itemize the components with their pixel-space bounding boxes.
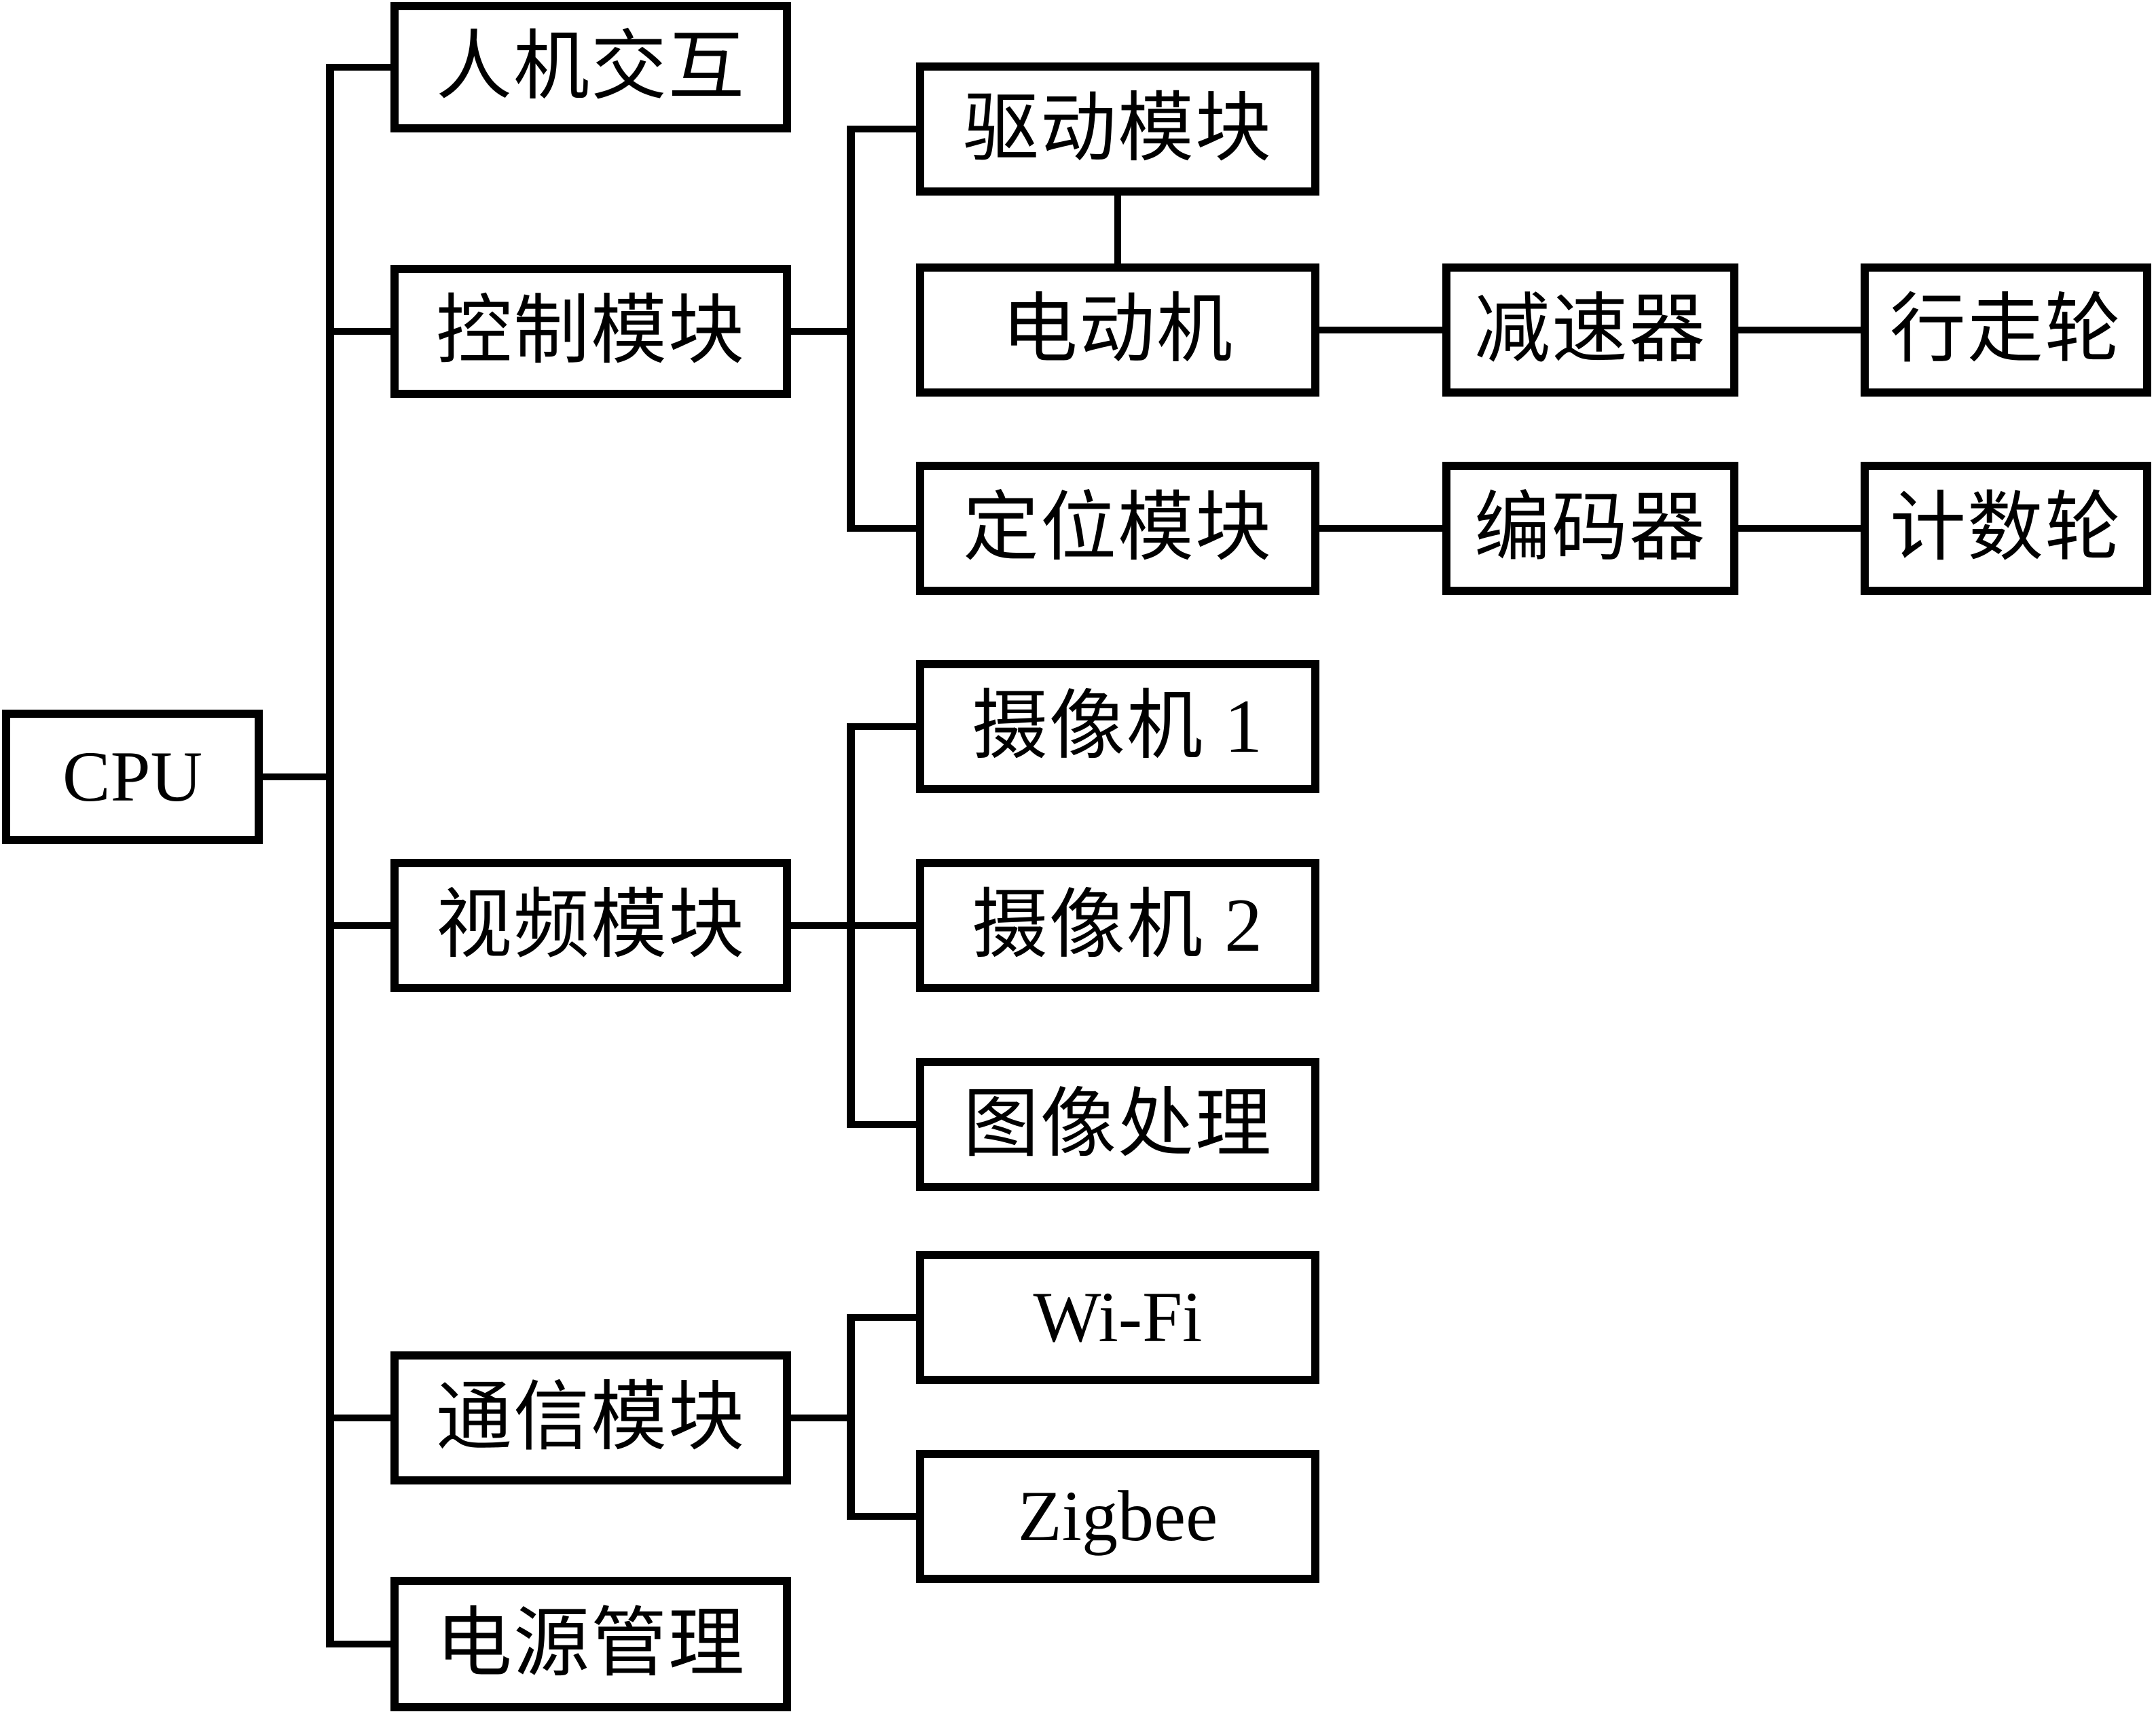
branch-cam1-stub xyxy=(847,723,916,730)
video-branch-line xyxy=(847,723,855,1128)
trunk-hmi-stub xyxy=(326,64,390,71)
node-zigbee-label: Zigbee xyxy=(1017,1476,1218,1556)
branch-zigbee-stub xyxy=(847,1513,916,1520)
node-counting-wheel-label: 计数轮 xyxy=(1890,486,2122,570)
node-human-machine-interaction: 人机交互 xyxy=(390,2,791,132)
motor-reducer-connector xyxy=(1319,327,1442,333)
node-image-processing: 图像处理 xyxy=(916,1058,1319,1191)
node-cpu: CPU xyxy=(2,710,263,844)
node-positioning-module-label: 定位模块 xyxy=(963,486,1273,570)
node-counting-wheel: 计数轮 xyxy=(1861,462,2151,595)
node-positioning-module: 定位模块 xyxy=(916,462,1319,595)
cpu-trunk-connector xyxy=(263,773,326,780)
node-electric-motor-label: 电动机 xyxy=(1002,288,1234,372)
node-electric-motor: 电动机 xyxy=(916,263,1319,397)
node-zigbee: Zigbee xyxy=(916,1450,1319,1583)
branch-drive-stub xyxy=(847,126,916,132)
node-encoder: 编码器 xyxy=(1442,462,1738,595)
node-walking-wheel-label: 行走轮 xyxy=(1890,288,2122,372)
node-drive-module-label: 驱动模块 xyxy=(963,87,1273,171)
node-video-module: 视频模块 xyxy=(390,859,791,992)
node-drive-module: 驱动模块 xyxy=(916,62,1319,196)
control-branch-connector xyxy=(791,328,847,335)
node-wifi-label: Wi-Fi xyxy=(1033,1277,1203,1357)
branch-imgproc-stub xyxy=(847,1121,916,1128)
trunk-power-stub xyxy=(326,1641,390,1647)
node-power-management-label: 电源管理 xyxy=(436,1602,746,1686)
node-reducer-label: 减速器 xyxy=(1474,288,1706,372)
node-walking-wheel: 行走轮 xyxy=(1861,263,2151,397)
node-encoder-label: 编码器 xyxy=(1474,486,1706,570)
trunk-comm-stub xyxy=(334,1415,390,1421)
branch-locate-stub xyxy=(847,525,916,532)
node-camera-1-label: 摄像机 1 xyxy=(972,685,1264,769)
locate-encoder-connector xyxy=(1319,525,1442,532)
node-communication-module-label: 通信模块 xyxy=(436,1376,746,1460)
trunk-video-stub xyxy=(334,922,390,929)
reducer-wheel-connector xyxy=(1738,327,1861,333)
node-human-machine-interaction-label: 人机交互 xyxy=(436,25,746,109)
node-camera-2-label: 摄像机 2 xyxy=(972,883,1264,968)
node-power-management: 电源管理 xyxy=(390,1577,791,1711)
comm-branch-line xyxy=(847,1314,855,1520)
node-image-processing-label: 图像处理 xyxy=(963,1082,1273,1167)
trunk-line xyxy=(326,64,334,1647)
branch-wifi-stub xyxy=(847,1314,916,1321)
node-wifi: Wi-Fi xyxy=(916,1251,1319,1384)
encoder-countwheel-connector xyxy=(1738,525,1861,532)
trunk-control-stub xyxy=(334,328,390,335)
node-control-module-label: 控制模块 xyxy=(436,289,746,373)
node-camera-2: 摄像机 2 xyxy=(916,859,1319,992)
node-control-module: 控制模块 xyxy=(390,265,791,398)
node-communication-module: 通信模块 xyxy=(390,1351,791,1484)
drive-motor-connector xyxy=(1114,196,1121,263)
node-video-module-label: 视频模块 xyxy=(436,883,746,968)
node-camera-1: 摄像机 1 xyxy=(916,660,1319,793)
node-reducer: 减速器 xyxy=(1442,263,1738,397)
node-cpu-label: CPU xyxy=(62,737,203,816)
control-branch-line xyxy=(847,126,855,532)
comm-branch-connector xyxy=(791,1415,847,1421)
